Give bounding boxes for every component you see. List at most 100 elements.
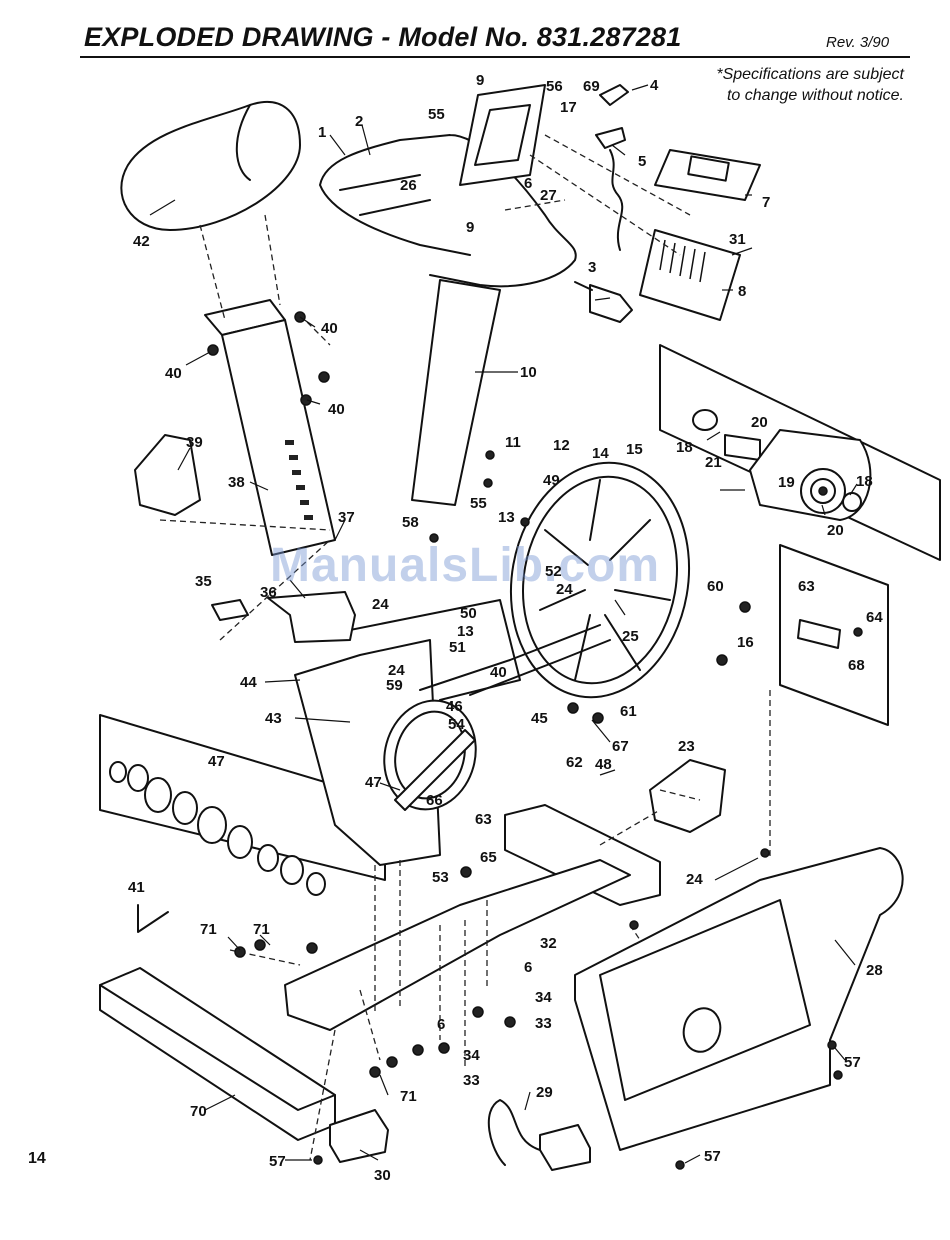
flywheel-part bbox=[509, 461, 691, 699]
callout-60: 60 bbox=[707, 578, 724, 595]
callout-57a: 57 bbox=[844, 1054, 861, 1071]
callout-9b: 9 bbox=[466, 219, 474, 236]
callout-11: 11 bbox=[505, 434, 521, 451]
callout-59: 59 bbox=[386, 677, 403, 694]
callout-68: 68 bbox=[848, 657, 865, 674]
callout-43: 43 bbox=[265, 710, 282, 727]
callout-55b: 55 bbox=[470, 495, 487, 512]
callout-45: 45 bbox=[531, 710, 548, 727]
tension-knob-part bbox=[589, 284, 633, 323]
seat-clamp-part bbox=[267, 591, 356, 643]
manualslib-watermark: ManualsLib.com bbox=[270, 539, 661, 592]
callout-28: 28 bbox=[866, 962, 883, 979]
callout-70: 70 bbox=[190, 1103, 207, 1120]
callout-13b: 13 bbox=[457, 623, 474, 640]
left-pedal-part bbox=[134, 434, 201, 516]
callout-67: 67 bbox=[612, 738, 629, 755]
callout-50: 50 bbox=[460, 605, 477, 622]
callout-8: 8 bbox=[738, 283, 746, 300]
callout-40a: 40 bbox=[321, 320, 338, 337]
title-rule bbox=[80, 56, 910, 58]
callout-39: 39 bbox=[186, 434, 203, 451]
callout-34b: 34 bbox=[463, 1047, 480, 1064]
shroud-part bbox=[574, 847, 904, 1151]
callout-18b: 18 bbox=[856, 473, 873, 490]
callout-36: 36 bbox=[260, 584, 277, 601]
handlebar-post-part bbox=[411, 279, 501, 506]
callout-44: 44 bbox=[240, 674, 257, 691]
callout-66: 66 bbox=[426, 792, 443, 809]
callout-53: 53 bbox=[432, 869, 449, 886]
specification-note-line-1: *Specifications are subject bbox=[716, 66, 904, 83]
callout-55a: 55 bbox=[428, 106, 445, 123]
specification-note: *Specifications are subject to change wi… bbox=[660, 64, 904, 106]
callout-48: 48 bbox=[595, 756, 612, 773]
callout-2: 2 bbox=[355, 113, 363, 130]
callout-69: 69 bbox=[583, 78, 600, 95]
callout-26: 26 bbox=[400, 177, 417, 194]
callout-34a: 34 bbox=[535, 989, 552, 1006]
bearing-detail-panel bbox=[99, 714, 386, 881]
leader-lines bbox=[149, 84, 858, 1164]
callout-21: 21 bbox=[705, 454, 722, 471]
monitor-part bbox=[654, 149, 761, 201]
callout-33a: 33 bbox=[535, 1015, 552, 1032]
callout-62: 62 bbox=[566, 754, 583, 771]
base-tube-part bbox=[284, 859, 631, 1031]
console-bracket-part bbox=[459, 84, 546, 186]
page-number: 14 bbox=[28, 1150, 46, 1167]
callout-47b: 47 bbox=[365, 774, 382, 791]
callout-35: 35 bbox=[195, 573, 212, 590]
callout-49: 49 bbox=[543, 472, 560, 489]
callout-6: 6 bbox=[524, 175, 532, 192]
drawing-title: EXPLODED DRAWING - Model No. 831.287281 bbox=[84, 22, 682, 52]
callout-24a: 24 bbox=[372, 596, 389, 613]
callout-38: 38 bbox=[228, 474, 245, 491]
callout-25: 25 bbox=[622, 628, 639, 645]
callout-52: 52 bbox=[545, 563, 562, 580]
callout-18a: 18 bbox=[676, 439, 693, 456]
callout-24d: 24 bbox=[686, 871, 703, 888]
callout-61: 61 bbox=[620, 703, 637, 720]
callout-5: 5 bbox=[638, 153, 646, 170]
callout-1: 1 bbox=[318, 124, 326, 141]
specification-note-line-2: to change without notice. bbox=[726, 87, 904, 104]
callout-51: 51 bbox=[449, 639, 466, 656]
callout-7: 7 bbox=[762, 194, 770, 211]
callout-9a: 9 bbox=[476, 72, 484, 89]
callout-17: 17 bbox=[560, 99, 577, 116]
callout-6b: 6 bbox=[524, 959, 532, 976]
callout-46: 46 bbox=[446, 698, 463, 715]
callout-31: 31 bbox=[729, 231, 746, 248]
callout-12: 12 bbox=[553, 437, 570, 454]
callout-24b: 24 bbox=[388, 662, 405, 679]
callout-27: 27 bbox=[540, 187, 557, 204]
callout-30: 30 bbox=[374, 1167, 391, 1184]
callout-20a: 20 bbox=[751, 414, 768, 431]
callout-57c: 57 bbox=[269, 1153, 286, 1170]
pulse-sensor-part bbox=[595, 84, 629, 149]
callout-64: 64 bbox=[866, 609, 883, 626]
chainring-part bbox=[383, 699, 477, 811]
callout-20b: 20 bbox=[827, 522, 844, 539]
callout-6c: 6 bbox=[437, 1016, 445, 1033]
callout-13a: 13 bbox=[498, 509, 515, 526]
callout-58: 58 bbox=[402, 514, 419, 531]
callout-33b: 33 bbox=[463, 1072, 480, 1089]
callout-16: 16 bbox=[737, 634, 754, 651]
junction-box-part bbox=[329, 1109, 389, 1163]
callout-57b: 57 bbox=[704, 1148, 721, 1165]
callout-10: 10 bbox=[520, 364, 537, 381]
clip-detail-panel bbox=[779, 544, 889, 726]
callout-15: 15 bbox=[626, 441, 643, 458]
callout-4: 4 bbox=[650, 77, 659, 94]
callout-71b: 71 bbox=[253, 921, 270, 938]
callout-71a: 71 bbox=[200, 921, 217, 938]
callout-14: 14 bbox=[592, 445, 609, 462]
callout-56: 56 bbox=[546, 78, 563, 95]
callout-19: 19 bbox=[778, 474, 795, 491]
hex-key-part bbox=[137, 904, 169, 933]
callout-65: 65 bbox=[480, 849, 497, 866]
